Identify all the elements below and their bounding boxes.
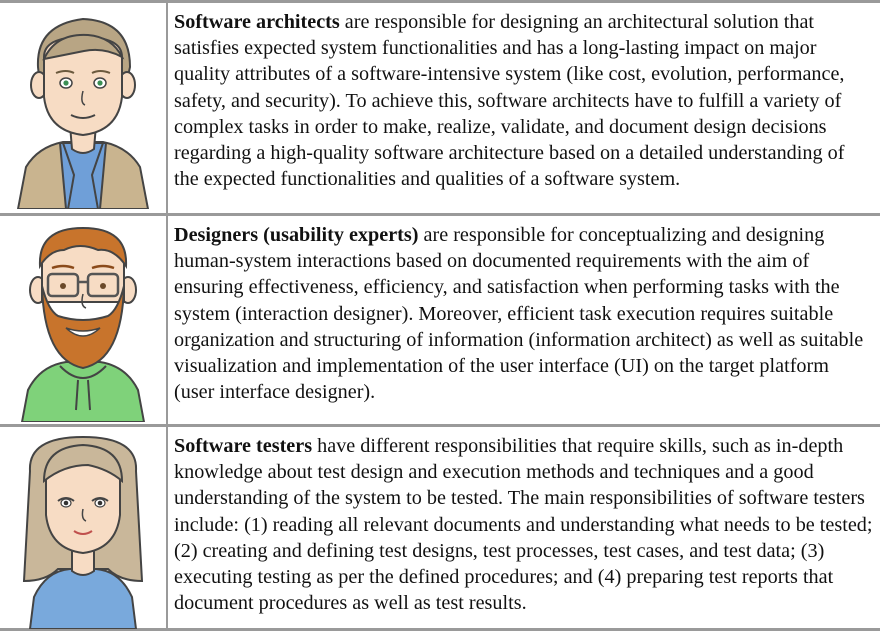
avatar-cell <box>0 216 166 424</box>
role-description: Designers (usability experts) are respon… <box>174 216 874 405</box>
designer-avatar-icon <box>20 226 146 422</box>
software-tester-avatar-icon <box>22 435 144 629</box>
avatar-cell <box>0 3 166 213</box>
role-description: Software architects are responsible for … <box>174 3 874 192</box>
role-description-text: are responsible for designing an archite… <box>174 11 845 191</box>
table-row: Designers (usability experts) are respon… <box>0 216 880 424</box>
role-name: Designers (usability experts) <box>174 224 419 246</box>
table-bottom-rule <box>0 628 880 631</box>
row-divider <box>0 213 880 216</box>
column-divider <box>166 0 168 631</box>
table-row: Software testers have different responsi… <box>0 427 880 629</box>
row-divider <box>0 424 880 427</box>
role-description: Software testers have different responsi… <box>174 427 874 616</box>
software-architect-avatar-icon <box>16 17 150 209</box>
role-name: Software architects <box>174 11 340 33</box>
avatar-cell <box>0 427 166 629</box>
table-top-rule <box>0 0 880 3</box>
role-description-text: have different responsibilities that req… <box>174 435 873 615</box>
table-row: Software architects are responsible for … <box>0 3 880 213</box>
role-name: Software testers <box>174 435 313 457</box>
role-description-text: are responsible for conceptualizing and … <box>174 224 864 404</box>
